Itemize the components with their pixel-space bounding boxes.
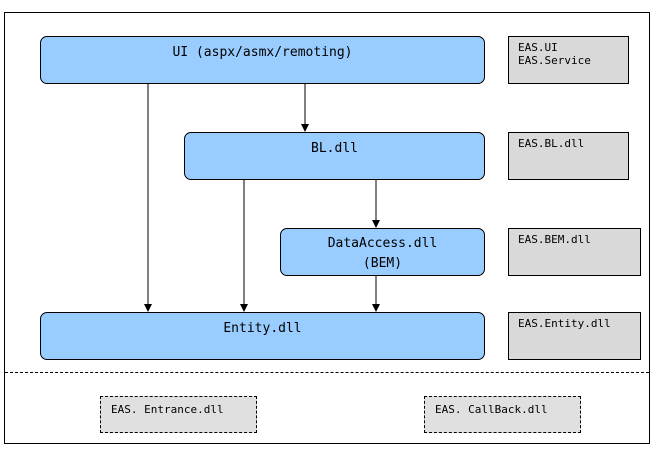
callback-box: EAS. CallBack.dll (424, 396, 581, 433)
ui-layer-box: UI (aspx/asmx/remoting) (40, 36, 485, 84)
entrance-box: EAS. Entrance.dll (100, 396, 257, 433)
bem-note: EAS.BEM.dll (508, 228, 641, 276)
callback-label: EAS. CallBack.dll (435, 403, 548, 416)
dataaccess-layer-box: DataAccess.dll (BEM) (280, 228, 485, 276)
dataaccess-layer-label: DataAccess.dll (327, 236, 438, 251)
bl-layer-box: BL.dll (184, 132, 485, 180)
entity-note-line1: EAS.Entity.dll (518, 317, 611, 330)
entity-layer-label: Entity.dll (223, 321, 302, 336)
bem-note-line1: EAS.BEM.dll (518, 233, 591, 246)
ui-note: EAS.UI EAS.Service (508, 36, 629, 84)
ui-note-line2: EAS.Service (518, 54, 591, 67)
ui-note-line1: EAS.UI (518, 41, 558, 54)
entrance-label: EAS. Entrance.dll (111, 403, 224, 416)
entity-note: EAS.Entity.dll (508, 312, 641, 360)
bl-layer-label: BL.dll (311, 141, 358, 156)
entity-layer-box: Entity.dll (40, 312, 485, 360)
ui-layer-label: UI (aspx/asmx/remoting) (172, 45, 353, 60)
bl-note-line1: EAS.BL.dll (518, 137, 585, 150)
separator-line (5, 372, 649, 373)
dataaccess-layer-sublabel: (BEM) (362, 256, 403, 271)
bl-note: EAS.BL.dll (508, 132, 629, 180)
